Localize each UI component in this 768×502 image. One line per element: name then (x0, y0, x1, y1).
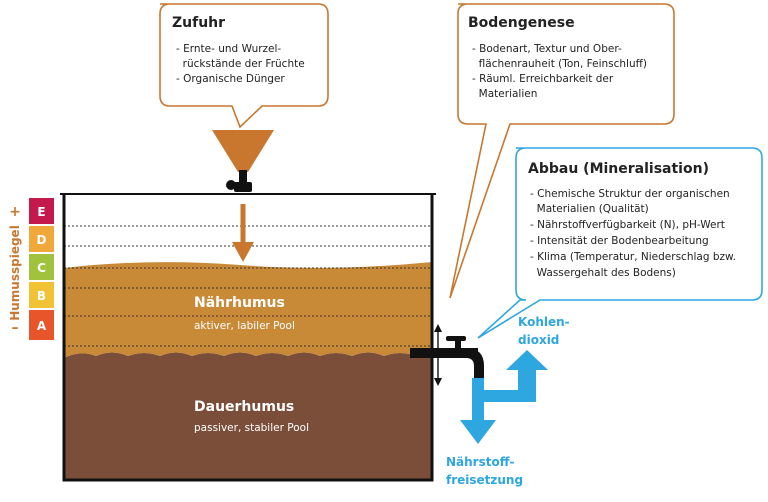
abbau-item-6: Wassergehalt des Bodens) (530, 267, 676, 279)
scale-letter-c: C (37, 261, 46, 275)
naehrstoff-label-1: Nährstoff- (446, 455, 514, 469)
abbau-callout-box (477, 147, 763, 339)
bodengenese-item-4: Materialien (472, 88, 537, 100)
dauerhumus-title: Dauerhumus (194, 399, 294, 415)
scale-letter-a: A (37, 319, 47, 333)
scale-letter-b: B (37, 289, 46, 303)
kohlendioxid-label-1: Kohlen- (518, 315, 570, 329)
inflow-arrow-head (232, 242, 254, 262)
scale-minus: – (12, 320, 19, 336)
level-adjust-arrow-up (434, 324, 442, 332)
scale-letter-d: D (37, 233, 47, 247)
dauerhumus-layer (64, 352, 432, 480)
outflow-arrows (460, 350, 548, 444)
zufuhr-item-2: rückstände der Früchte (176, 58, 305, 70)
abbau-item-2: Materialien (Qualität) (530, 203, 649, 215)
abbau-item-1: - Chemische Struktur der organischen (530, 188, 730, 200)
scale-letter-e: E (37, 205, 45, 219)
abbau-item-5: - Klima (Temperatur, Niederschlag bzw. (530, 251, 736, 263)
abbau-item-3: - Nährstoffverfügbarkeit (N), pH-Wert (530, 219, 725, 231)
outlet-spout (466, 348, 484, 378)
naehrhumus-layer (64, 262, 432, 358)
bodengenese-callout-box (449, 3, 675, 299)
kohlendioxid-label-2: dioxid (518, 333, 559, 347)
inlet-valve-body (234, 182, 252, 192)
abbau-item-4: - Intensität der Bodenbearbeitung (530, 235, 709, 247)
scale-level-c (29, 254, 54, 280)
scale-level-a (29, 310, 54, 340)
scale-level-b (29, 282, 54, 308)
bodengenese-item-3: - Räuml. Erreichbarkeit der (472, 73, 614, 85)
bodengenese-title: Bodengenese (468, 15, 575, 31)
bodengenese-item-1: - Bodenart, Textur und Ober- (472, 43, 622, 55)
tank-outline (62, 194, 434, 482)
naehrhumus-title: Nährhumus (194, 295, 285, 311)
scale-level-d (29, 226, 54, 252)
bodengenese-item-2: flächenrauheit (Ton, Feinschluff) (472, 58, 647, 70)
level-adjust-arrow-down (434, 378, 442, 386)
naehrstoff-label-2: freisetzung (446, 473, 523, 487)
abbau-title: Abbau (Mineralisation) (528, 161, 709, 177)
outlet-valve-handle (446, 336, 466, 341)
zufuhr-item-1: - Ernte- und Wurzel- (176, 43, 281, 55)
funnel-icon (212, 130, 274, 172)
scale-label: Humusspiegel (8, 225, 22, 321)
outlet-pipe (410, 348, 478, 358)
zufuhr-item-3: - Organische Dünger (176, 73, 285, 85)
zufuhr-callout-box (159, 3, 329, 129)
outlet-valve-stem (455, 338, 461, 350)
funnel-neck (239, 170, 247, 184)
zufuhr-title: Zufuhr (172, 15, 225, 31)
inlet-valve-handle (226, 180, 236, 190)
naehrhumus-subtitle: aktiver, labiler Pool (194, 320, 295, 332)
scale-plus: + (9, 204, 21, 220)
scale-level-e (29, 198, 54, 224)
dauerhumus-subtitle: passiver, stabiler Pool (194, 422, 309, 434)
